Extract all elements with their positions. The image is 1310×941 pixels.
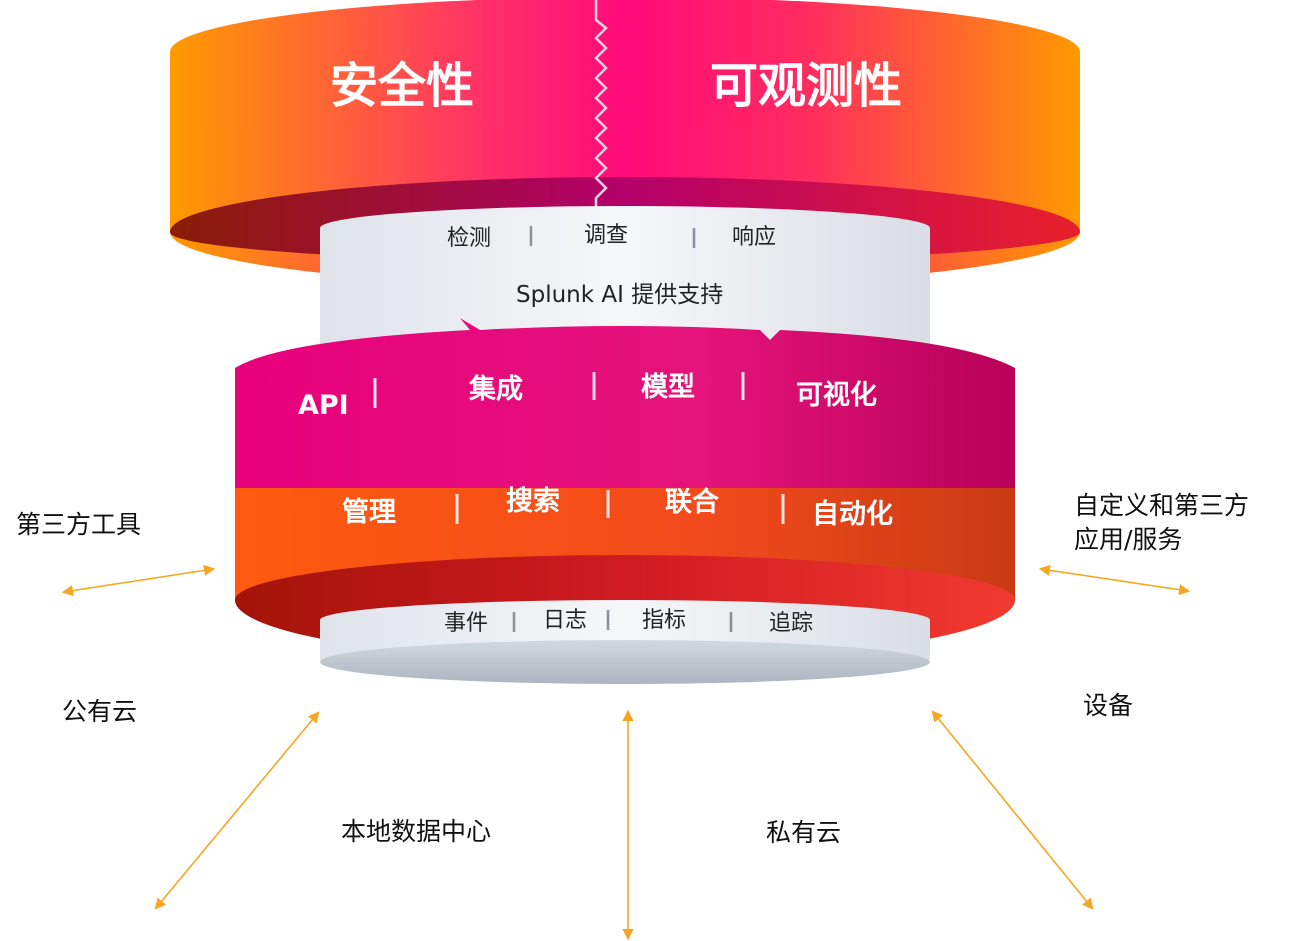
data-events: 事件: [444, 611, 489, 636]
silver-dividers: [512, 226, 733, 632]
data-logs: 日志: [543, 608, 588, 633]
source-custom-apps: 自定义和第三方应用/服务: [1074, 491, 1250, 554]
data-metrics: 指标: [642, 608, 687, 633]
source-on-prem: 本地数据中心: [341, 817, 492, 846]
zipper-line-icon: [594, 0, 608, 215]
band-automation: 自动化: [812, 499, 893, 530]
band-models: 模型: [641, 372, 695, 403]
source-devices: 设备: [1083, 691, 1134, 720]
band-integrations: 集成: [469, 374, 523, 405]
band-search: 搜索: [506, 486, 560, 517]
band-visualization: 可视化: [796, 380, 877, 411]
cap-respond: 响应: [732, 225, 777, 250]
arrow-public-cloud: [154, 711, 320, 910]
cap-detect: 检测: [447, 226, 492, 251]
band-management: 管理: [342, 497, 396, 528]
arrow-custom-apps: [1038, 564, 1191, 596]
data-layer: [320, 600, 930, 684]
arrow-devices: [931, 710, 1094, 910]
band-federation: 联合: [665, 487, 719, 518]
data-traces: 追踪: [769, 611, 814, 636]
ai-layer: [320, 206, 930, 345]
powered-by-label: Splunk AI 提供支持: [516, 282, 724, 308]
observability-title: 可观测性: [710, 58, 903, 114]
band-api: API: [298, 390, 349, 421]
arrow-third-party: [61, 564, 216, 597]
source-public-cloud: 公有云: [62, 697, 138, 726]
security-title: 安全性: [330, 58, 475, 114]
cap-investigate: 调查: [584, 223, 629, 248]
band-dividers: [373, 372, 785, 524]
connector-arrows: [61, 564, 1191, 941]
source-private-cloud: 私有云: [766, 818, 842, 847]
source-third-party-tools: 第三方工具: [16, 510, 142, 539]
